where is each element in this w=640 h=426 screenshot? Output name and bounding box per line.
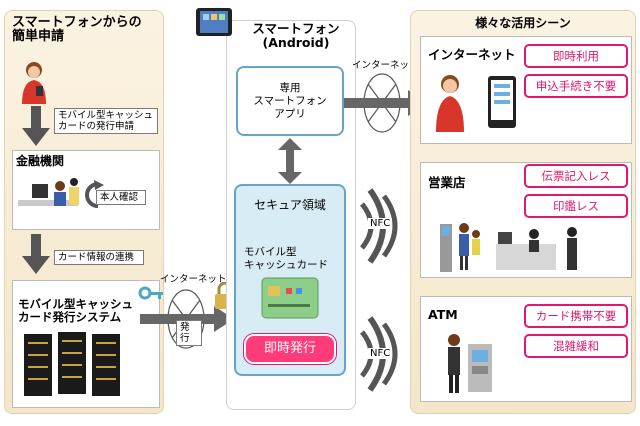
identity-label: 本人確認 — [96, 190, 146, 205]
atm-tag-1: 混雑緩和 — [524, 334, 628, 358]
internet-tag-0: 即時利用 — [524, 44, 628, 68]
key-icon — [138, 286, 163, 300]
down-arrow-2 — [22, 234, 50, 274]
instant-issue-badge: 即時発行 — [244, 334, 336, 364]
internet-label-lower: インターネット — [160, 274, 227, 285]
dedicated-app-box: 専用 スマートフォン アプリ — [236, 66, 344, 136]
right-panel-title: 様々な活用シーン — [475, 16, 571, 30]
issuance-system-title: モバイル型キャッシュ カード発行システム — [18, 297, 133, 324]
bank-staff-illustration — [18, 178, 79, 206]
internet-tag-1: 申込手続き不要 — [524, 74, 628, 98]
atm-tag-0: カード携帯不要 — [524, 304, 628, 328]
branch-counter-illustration — [440, 223, 577, 272]
cycle-arrow-icon — [85, 180, 104, 208]
atm-scene-title: ATM — [428, 307, 458, 322]
branch-tag-1: 印鑑レス — [524, 194, 628, 218]
apply-label: モバイル型キャッシュ カードの発行申請 — [54, 108, 158, 134]
title-line-2: 簡単申請 — [12, 29, 65, 44]
left-panel-title: スマートフォンからの 簡単申請 — [12, 16, 162, 44]
internet-scene-title: インターネット — [428, 47, 516, 62]
cash-card-icon — [261, 277, 319, 319]
down-arrow-1 — [22, 106, 50, 146]
server-rack-icon — [24, 332, 120, 396]
branch-tag-0: 伝票記入レス — [524, 164, 628, 188]
title-line-1: スマートフォンからの — [12, 15, 142, 30]
mobile-card-label: モバイル型 キャッシュカード — [244, 246, 328, 271]
branch-scene-title: 営業店 — [428, 175, 466, 190]
phone-title: スマートフォン (Android) — [252, 21, 340, 50]
nfc-label-1: NFC — [368, 218, 393, 229]
nfc-label-2: NFC — [368, 348, 393, 359]
smartphone-icon — [196, 8, 232, 36]
internet-label-upper: インターネット — [352, 60, 419, 71]
bank-title: 金融機関 — [16, 154, 65, 168]
bidirectional-arrow — [278, 138, 302, 184]
issue-arrow — [140, 306, 234, 332]
woman-with-tablet-icon — [436, 75, 516, 132]
secure-area-title: セキュア領域 — [254, 198, 326, 212]
card-link-label: カード情報の連携 — [54, 250, 144, 265]
woman-with-phone-icon — [22, 62, 46, 104]
issue-label: 発行 — [176, 320, 202, 346]
atm-user-illustration — [448, 334, 492, 393]
